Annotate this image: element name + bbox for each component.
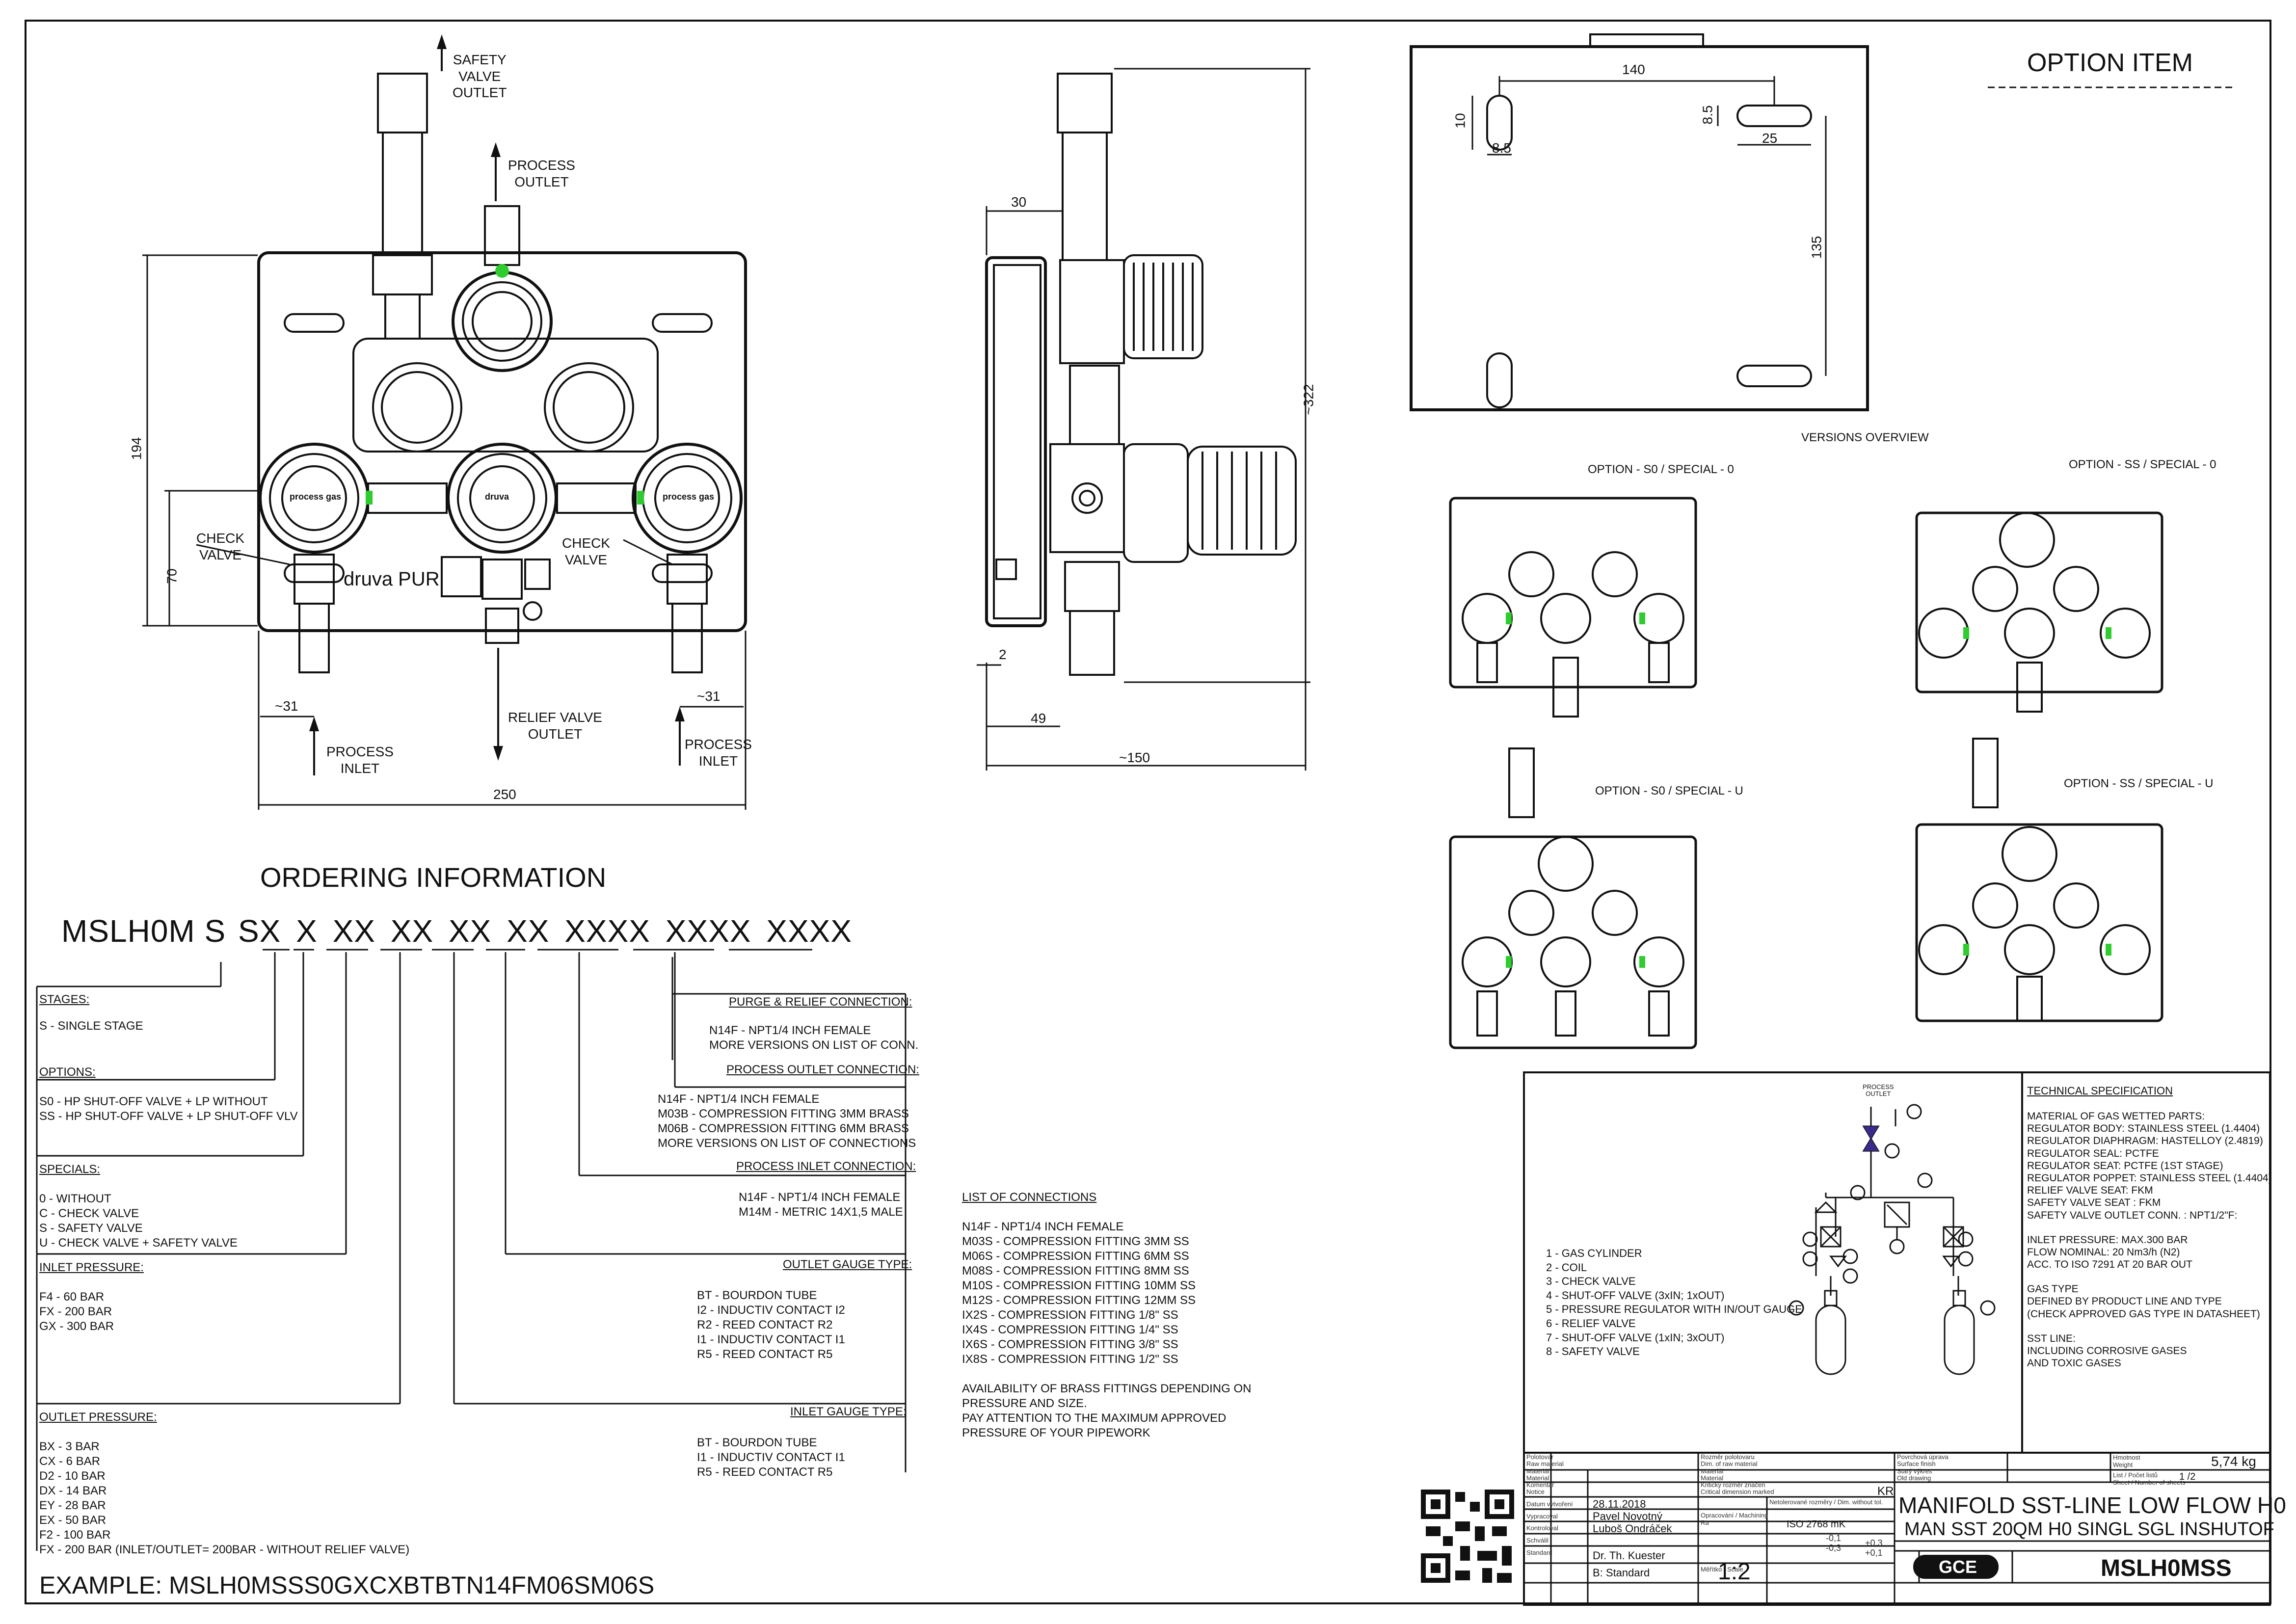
dim-plate-spacing: 140: [1622, 62, 1645, 77]
option-item-title: OPTION ITEM: [2027, 49, 2193, 77]
check-valve-right-label: CHECK VALVE: [562, 535, 611, 567]
tb-date: 28.11.2018: [1593, 1498, 1646, 1510]
versions-overview-title: VERSIONS OVERVIEW: [1801, 431, 1929, 444]
dim-plate-vertical: 135: [1809, 236, 1824, 259]
process-inlet-right-label: PROCESS INLET: [685, 737, 752, 769]
dim-plate-slot-w: 8.5: [1492, 140, 1511, 156]
tb-scale: 1:2: [1718, 1559, 1751, 1585]
regulator-right-label: process gas: [663, 492, 715, 502]
outlet-pressure-block: OUTLET PRESSURE: BX - 3 BAR CX - 6 BAR D…: [39, 1411, 410, 1556]
regulator-left-label: process gas: [290, 492, 342, 502]
title-block-grid: [1524, 1453, 2270, 1605]
plate-view: [1410, 33, 1869, 411]
brand-label: druva PUR: [344, 568, 440, 590]
purge-relief-items: N14F - NPT1/4 INCH FEMALE MORE VERSIONS …: [709, 1024, 919, 1052]
tb-part-no: MSLH0MSS: [2101, 1555, 2232, 1581]
regulator-center-label: druva: [485, 492, 509, 502]
front-view: [257, 73, 747, 673]
drawing-frame: [25, 20, 2271, 1604]
tech-spec-title: TECHNICAL SPECIFICATION: [2027, 1085, 2173, 1097]
ordering-title: ORDERING INFORMATION: [260, 862, 607, 893]
tb-approved: Dr. Th. Kuester: [1593, 1549, 1665, 1562]
dim-left: ~31: [275, 698, 298, 714]
tb-drawn: Pavel Novotný: [1593, 1510, 1662, 1522]
dim-plate-slot-h: 10: [1452, 113, 1468, 129]
tb-sheet: 1 /2: [2179, 1471, 2196, 1482]
specials-block: SPECIALS: 0 - WITHOUT C - CHECK VALVE S …: [39, 1163, 238, 1250]
process-outlet-items: N14F - NPT1/4 INCH FEMALE M03B - COMPRES…: [658, 1092, 916, 1150]
tb-title-line2: MAN SST 20QM H0 SINGL SGL INSHUTOF: [1904, 1519, 2274, 1540]
stages-block: STAGES: S - SINGLE STAGE: [39, 993, 143, 1033]
dim-right: ~31: [697, 689, 721, 704]
dim-lower: 70: [164, 568, 180, 584]
inlet-gauge-title: INLET GAUGE TYPE:: [790, 1405, 907, 1418]
process-inlet-left-label: PROCESS INLET: [326, 744, 394, 776]
tb-labels-col1b: Datum vytvoření Vypracoval Kontroloval S…: [1526, 1500, 1573, 1556]
schematic-outlet-label: PROCESS OUTLET: [1863, 1083, 1894, 1098]
inlet-gauge-items: BT - BOURDON TUBE I1 - INDUCTIV CONTACT …: [697, 1436, 845, 1479]
relief-valve-outlet-label: RELIEF VALVE OUTLET: [508, 710, 602, 742]
connections-title: LIST OF CONNECTIONS: [962, 1191, 1097, 1204]
tb-kr: KR: [1877, 1485, 1894, 1498]
outlet-gauge-title: OUTLET GAUGE TYPE:: [783, 1258, 912, 1271]
qr-code: [1421, 1490, 1514, 1583]
tb-weight: 5,74 kg: [2211, 1454, 2256, 1469]
dim-side-gap: 2: [999, 647, 1007, 662]
process-inlet-title: PROCESS INLET CONNECTION:: [736, 1160, 916, 1173]
connections-notes: AVAILABILITY OF BRASS FITTINGS DEPENDING…: [962, 1382, 1252, 1439]
purge-relief-title: PURGE & RELIEF CONNECTION:: [729, 995, 912, 1009]
safety-valve-outlet-label: SAFETY VALVE OUTLET: [453, 52, 507, 101]
dim-plate-slot2-w: 25: [1762, 131, 1778, 146]
order-code: MSLH0M S SX X XX XX XX XX XXXX XXXX XXXX: [61, 913, 853, 949]
check-valve-left-label: CHECK VALVE: [196, 531, 245, 562]
dim-height: 194: [129, 437, 144, 460]
side-view: [985, 73, 1297, 676]
process-outlet-label: PROCESS OUTLET: [508, 158, 575, 189]
schematic-legend: 1 - GAS CYLINDER 2 - COIL 3 - CHECK VALV…: [1546, 1247, 1802, 1358]
pneumatic-schematic: [1814, 1107, 1975, 1375]
dim-side-width: ~150: [1119, 750, 1150, 765]
versions-overview: [1449, 497, 2163, 1049]
tb-logo-text: GCE: [1939, 1557, 1977, 1577]
order-example: EXAMPLE: MSLH0MSSS0GXCXBTBTN14FM06SM06S: [39, 1571, 655, 1599]
option-ss-special-u: OPTION - SS / SPECIAL - U: [2064, 777, 2214, 790]
option-s0-special-0: OPTION - S0 / SPECIAL - 0: [1588, 463, 1734, 476]
tb-checked: Luboš Ondráček: [1593, 1522, 1672, 1535]
process-inlet-items: N14F - NPT1/4 INCH FEMALE M14M - METRIC …: [739, 1191, 903, 1219]
options-block: OPTIONS: S0 - HP SHUT-OFF VALVE + LP WIT…: [39, 1065, 298, 1123]
tb-iso: ISO 2768 mK: [1787, 1519, 1846, 1530]
dim-width: 250: [493, 787, 516, 802]
tb-title-line1: MANIFOLD SST-LINE LOW FLOW H0: [1898, 1492, 2286, 1518]
option-ss-special-0: OPTION - SS / SPECIAL - 0: [2069, 458, 2216, 471]
option-s0-special-u: OPTION - S0 / SPECIAL - U: [1595, 784, 1743, 798]
dim-side-depth: 49: [1031, 711, 1046, 726]
outlet-gauge-items: BT - BOURDON TUBE I2 - INDUCTIV CONTACT …: [697, 1289, 845, 1361]
inlet-pressure-block: INLET PRESSURE: F4 - 60 BAR FX - 200 BAR…: [39, 1261, 144, 1333]
tb-standard: B: Standard: [1593, 1567, 1650, 1579]
tb-label-tolerance: Netolerované rozměry / Dim. without tol.: [1769, 1498, 1883, 1506]
dim-side-height: ~322: [1301, 384, 1316, 415]
tb-tolerances-plus: +0,3+0,1: [1865, 1538, 1883, 1558]
process-outlet-title: PROCESS OUTLET CONNECTION:: [726, 1063, 919, 1076]
tb-label-scale: Měřítko / Scale: [1701, 1566, 1743, 1573]
tech-spec-lines: MATERIAL OF GAS WETTED PARTS: REGULATOR …: [2027, 1111, 2272, 1369]
connections-list: N14F - NPT1/4 INCH FEMALE M03S - COMPRES…: [962, 1220, 1196, 1366]
dim-side-top: 30: [1011, 194, 1027, 210]
gce-logo: [1913, 1555, 1999, 1579]
tb-tolerances: -0,1-0,3: [1826, 1533, 1842, 1553]
dim-plate-slot2-h: 8.5: [1700, 105, 1715, 125]
